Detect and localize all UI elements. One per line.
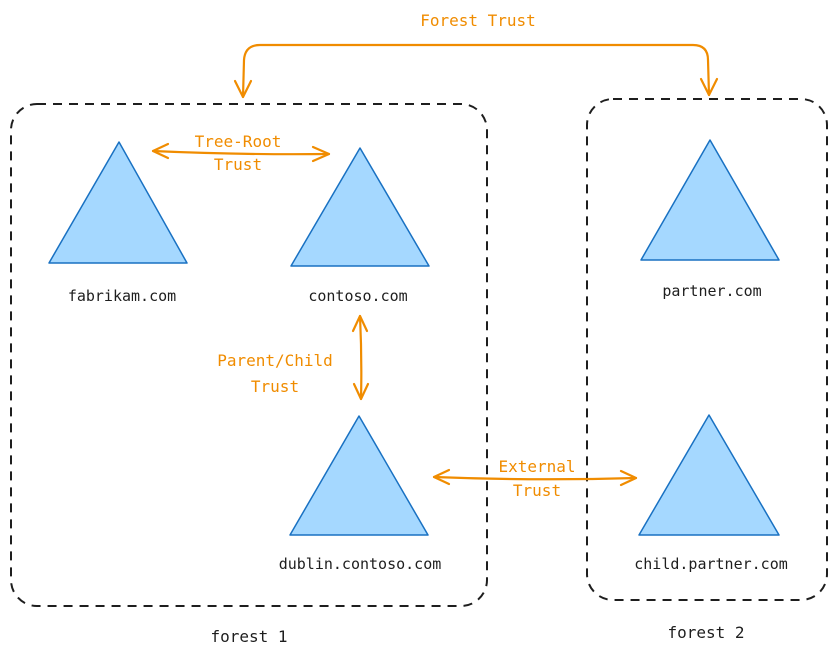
- forest-1-boundary: [10, 103, 488, 607]
- parent-child-trust-label-line2: Trust: [251, 377, 299, 396]
- tree-root-trust-arrowhead-left: [151, 142, 170, 160]
- partner-domain-label: partner.com: [662, 282, 761, 300]
- child-partner-domain-label: child.partner.com: [634, 555, 788, 573]
- forest-2-boundary: [586, 98, 828, 601]
- forest-trust-arrow: [241, 43, 711, 99]
- forest-1-label: forest 1: [210, 627, 287, 646]
- dublin-domain-label: dublin.contoso.com: [279, 555, 442, 573]
- parent-child-trust-arrowhead-top: [351, 314, 369, 333]
- contoso-domain-triangle: [290, 147, 430, 267]
- parent-child-trust-arrowhead-bottom: [352, 382, 370, 401]
- external-trust-label-line1: External: [498, 457, 575, 476]
- forest-trust-label: Forest Trust: [420, 11, 536, 30]
- parent-child-trust-label-line1: Parent/Child: [217, 351, 333, 370]
- external-trust-arrow: [432, 475, 638, 481]
- child-partner-domain-triangle: [638, 414, 780, 536]
- forest-trust-arrowhead-right: [699, 77, 719, 97]
- tree-root-trust-arrowhead-right: [311, 145, 331, 163]
- tree-root-trust-arrow: [151, 149, 331, 156]
- forest-2-label: forest 2: [667, 623, 744, 642]
- partner-domain-triangle: [640, 139, 780, 261]
- parent-child-trust-arrow: [358, 314, 363, 401]
- contoso-domain-label: contoso.com: [308, 287, 407, 305]
- fabrikam-domain-label: fabrikam.com: [68, 287, 176, 305]
- external-trust-arrowhead-left: [432, 468, 451, 486]
- tree-root-trust-label-line1: Tree-Root: [195, 132, 282, 151]
- dublin-domain-triangle: [289, 415, 429, 536]
- external-trust-arrowhead-right: [619, 469, 638, 487]
- forest-trust-arrowhead-left: [233, 79, 253, 99]
- external-trust-label-line2: Trust: [513, 481, 561, 500]
- tree-root-trust-label-line2: Trust: [214, 155, 262, 174]
- fabrikam-domain-triangle: [48, 141, 188, 264]
